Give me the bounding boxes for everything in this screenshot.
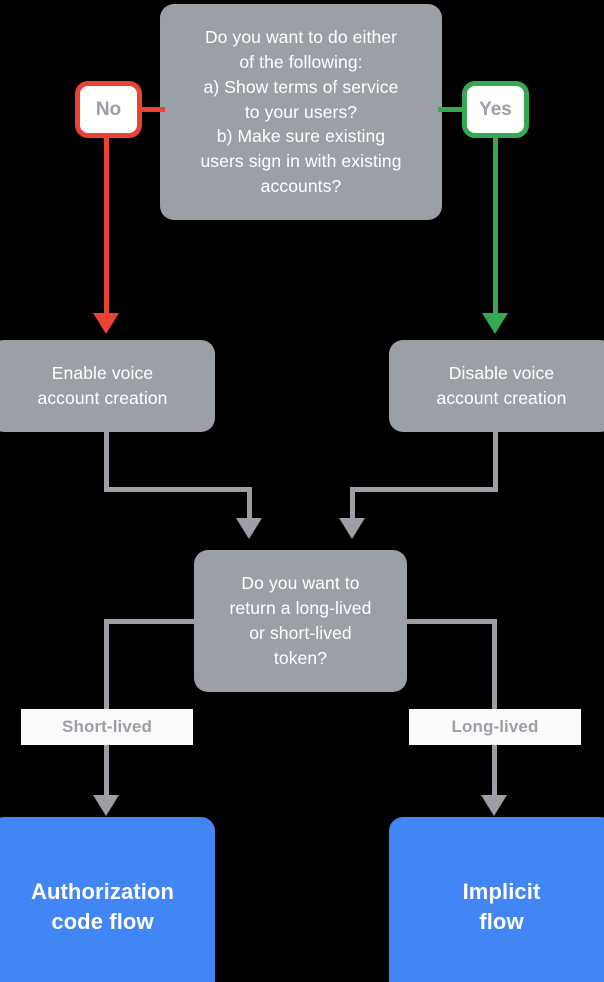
decision1-line-2: of the following:: [239, 51, 363, 72]
implicit-flow-line-1: Implicit: [462, 879, 541, 905]
decision1-line-5: b) Make sure existing: [216, 126, 386, 147]
branch-label-yes[interactable]: Yes: [462, 81, 529, 138]
terminal-node-authorization-code-flow: Authorization code flow: [0, 817, 215, 982]
edge-enable-to-decision2-vert1: [104, 432, 109, 491]
enable-voice-line-2: account creation: [37, 388, 168, 408]
process-node-enable-voice-account-creation: Enable voice account creation: [0, 340, 215, 432]
decision2-line-1: Do you want to: [241, 573, 360, 594]
edge-enable-to-decision2-horiz: [104, 487, 252, 492]
decision1-line-3: a) Show terms of service: [203, 76, 399, 97]
enable-voice-text: Enable voice account creation: [37, 361, 167, 411]
edge-disable-to-decision2-arrowhead: [339, 518, 365, 539]
edge-no-to-enable-voice-arrowhead: [93, 313, 119, 334]
decision2-line-4: token?: [273, 647, 328, 668]
decision2-line-2: return a long-lived: [229, 598, 372, 619]
branch-label-yes-text: Yes: [479, 98, 512, 120]
branch-label-no[interactable]: No: [75, 81, 142, 138]
edge-label-short-lived-text: Short-lived: [62, 717, 152, 736]
auth-code-flow-line-2: code flow: [51, 909, 154, 934]
disable-voice-line-2: account creation: [436, 388, 567, 408]
decision1-line-7: accounts?: [260, 176, 342, 197]
implicit-flow-line-2: flow: [479, 909, 524, 934]
edge-yes-to-disable-voice-arrowhead: [482, 313, 508, 334]
terminal-node-implicit-flow: Implicit flow: [389, 817, 604, 982]
decision-node-token-lifetime: Do you want to return a long-lived or sh…: [194, 550, 407, 692]
edge-disable-to-decision2-vert1: [493, 432, 498, 491]
edge-decision2-to-implicit-arrowhead: [481, 795, 507, 816]
decision1-text: Do you want to do either of the followin…: [200, 25, 401, 199]
edge-decision2-to-auth-arrowhead: [93, 795, 119, 816]
decision1-line-4: to your users?: [244, 101, 358, 122]
decision1-line-6: users sign in with existing: [200, 151, 402, 172]
process-node-disable-voice-account-creation: Disable voice account creation: [389, 340, 604, 432]
auth-code-flow-text: Authorization code flow: [31, 877, 174, 936]
edge-decision1-to-yes: [438, 107, 464, 112]
edge-disable-to-decision2-vert2: [350, 487, 355, 520]
edge-label-long-lived: Long-lived: [409, 709, 581, 745]
decision2-text: Do you want to return a long-lived or sh…: [230, 571, 372, 670]
edge-enable-to-decision2-arrowhead: [236, 518, 262, 539]
decision1-line-1: Do you want to do either: [204, 27, 398, 48]
branch-label-no-text: No: [95, 98, 122, 120]
edge-disable-to-decision2-horiz: [350, 487, 498, 492]
edge-yes-to-disable-voice-line: [493, 136, 498, 318]
edge-label-short-lived: Short-lived: [21, 709, 193, 745]
edge-decision2-to-implicit-horiz: [404, 619, 497, 624]
enable-voice-line-1: Enable voice: [51, 363, 154, 384]
edge-enable-to-decision2-vert2: [247, 487, 252, 520]
edge-decision1-to-no: [139, 107, 165, 112]
decision2-line-3: or short-lived: [249, 623, 352, 643]
decision-node-terms-or-existing-accounts: Do you want to do either of the followin…: [160, 4, 442, 220]
disable-voice-line-1: Disable voice: [448, 363, 555, 384]
edge-no-to-enable-voice-line: [104, 136, 109, 318]
auth-code-flow-line-1: Authorization: [30, 879, 175, 905]
edge-label-long-lived-text: Long-lived: [451, 717, 539, 736]
disable-voice-text: Disable voice account creation: [436, 361, 566, 411]
implicit-flow-text: Implicit flow: [463, 877, 541, 936]
edge-decision2-to-auth-horiz: [104, 619, 197, 624]
